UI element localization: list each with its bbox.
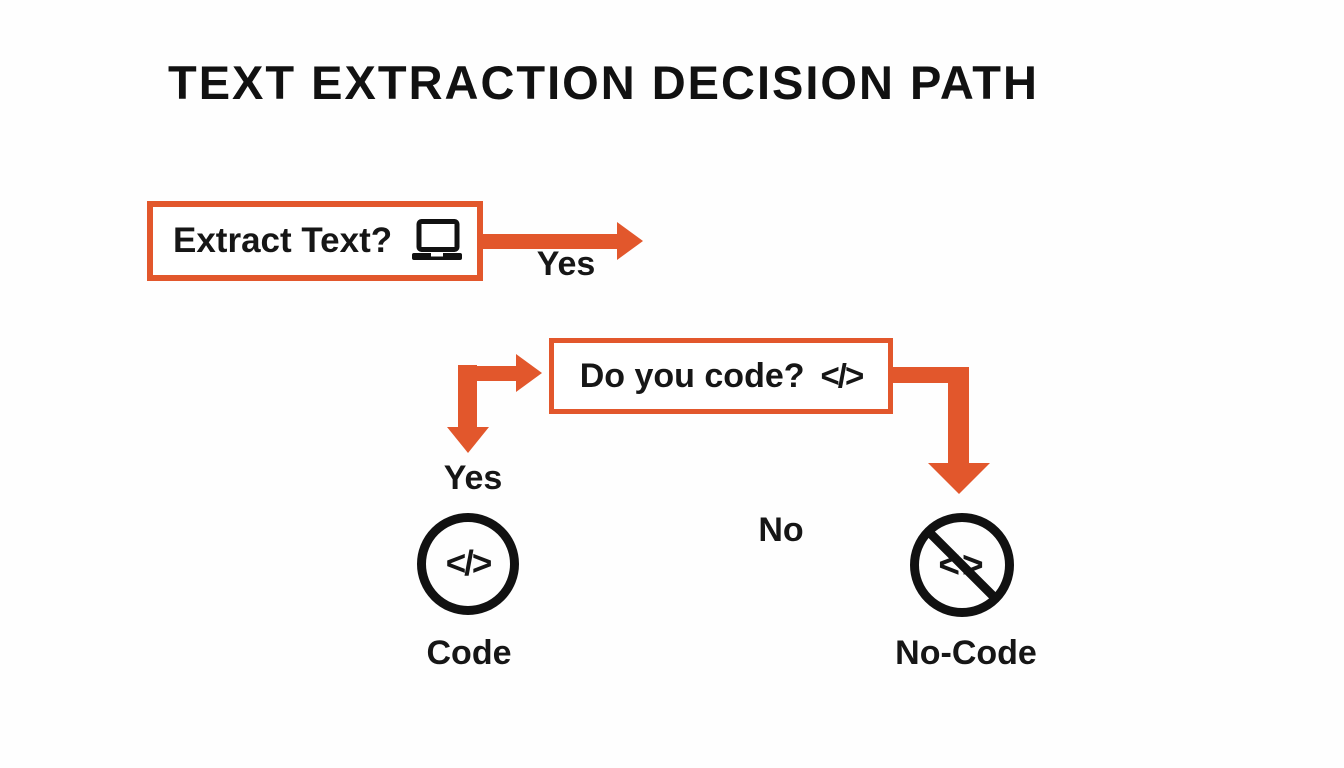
extract-text-box: Extract Text? [147,201,483,281]
arrow-head-down-icon [928,463,990,494]
decision-label: Do you code? [579,356,805,395]
code-circle-icon: </> [417,513,519,615]
nocode-label: No-Code [895,634,1037,672]
code-glyph-icon: </> [820,357,865,394]
code-glyph: </> [445,544,493,583]
extract-text-label: Extract Text? [173,221,393,260]
arrow-shaft [483,234,617,249]
page-title: TEXT EXTRACTION DECISION PATH [168,56,1039,109]
arrow-head-right-icon [516,354,542,392]
nocode-slash-icon [925,528,999,602]
arrow-head-right-icon [617,222,643,260]
code-label: Code [426,634,512,672]
arrow-shaft [458,365,477,427]
label-yes-root: Yes [536,245,596,283]
arrow-head-down-icon [447,427,489,453]
arrow-shaft [948,367,969,463]
label-no-branch: No [758,511,804,549]
decision-box: Do you code? </> [549,338,893,414]
nocode-circle-icon: <> [910,513,1014,617]
laptop-icon [411,219,463,263]
label-yes-branch: Yes [443,459,503,497]
